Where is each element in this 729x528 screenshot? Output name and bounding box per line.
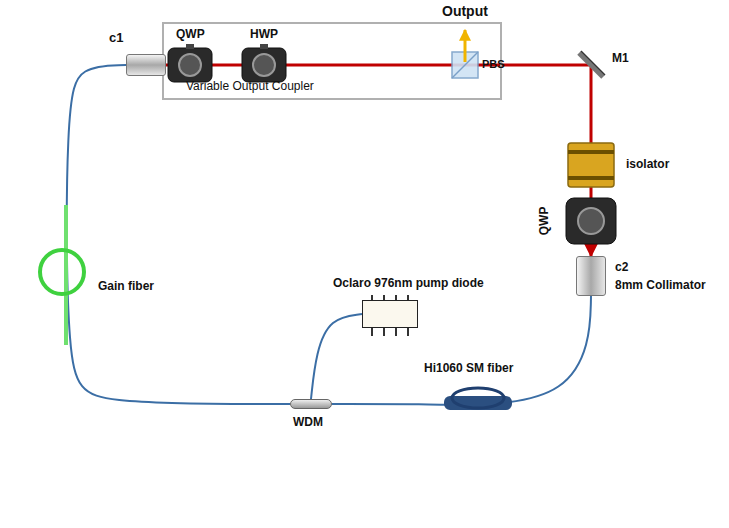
part-label: QWP <box>176 28 205 42</box>
node-label: c1 <box>109 31 123 46</box>
fiber <box>67 65 290 404</box>
gain-fiber-coil <box>40 250 84 294</box>
output-coupler-box: Variable Output Coupler <box>162 22 502 100</box>
waveplate-knob <box>186 44 194 49</box>
pin <box>383 328 385 336</box>
node-label: Oclaro 976nm pump diode <box>333 277 484 291</box>
node-label: c2 <box>615 261 628 275</box>
part-label: QWP <box>538 207 552 236</box>
part-label: Gain fiber <box>98 280 154 294</box>
part-label: PBS <box>482 58 505 71</box>
node-label: Variable Output Coupler <box>186 80 314 94</box>
waveplate-optic <box>253 54 275 76</box>
waveplate-mount <box>566 198 616 244</box>
waveplate-mount <box>168 48 212 82</box>
waveplate-optic <box>578 208 604 234</box>
isolator-body <box>568 143 614 187</box>
pump-diode: Oclaro 976nm pump diode <box>362 300 418 328</box>
fiber <box>332 296 591 405</box>
collimator: c1 <box>126 54 166 76</box>
output-beam <box>464 30 467 62</box>
collimator: c28mm Collimator <box>576 256 606 296</box>
isolator-band <box>568 150 614 154</box>
part-label: Hi1060 SM fiber <box>424 362 513 376</box>
mirror-back <box>581 51 605 75</box>
part-label: HWP <box>250 28 278 42</box>
pin <box>371 328 373 336</box>
isolator-band <box>568 176 614 180</box>
gain-fiber <box>64 205 68 345</box>
waveplate-mount <box>242 48 286 82</box>
output-label: Output <box>442 3 488 19</box>
node-sublabel: 8mm Collimator <box>615 279 706 293</box>
laser-beam <box>166 65 591 256</box>
node-label: WDM <box>293 416 323 430</box>
waveplate-optic <box>179 54 201 76</box>
part-label: isolator <box>626 158 669 172</box>
mirror <box>579 53 603 77</box>
pin <box>395 328 397 336</box>
wdm-coupler: WDM <box>290 399 332 409</box>
pin <box>407 328 409 336</box>
fiber <box>311 314 362 399</box>
fiber-coil <box>452 388 504 408</box>
waveplate-knob <box>260 44 268 49</box>
part-label: M1 <box>612 52 629 66</box>
